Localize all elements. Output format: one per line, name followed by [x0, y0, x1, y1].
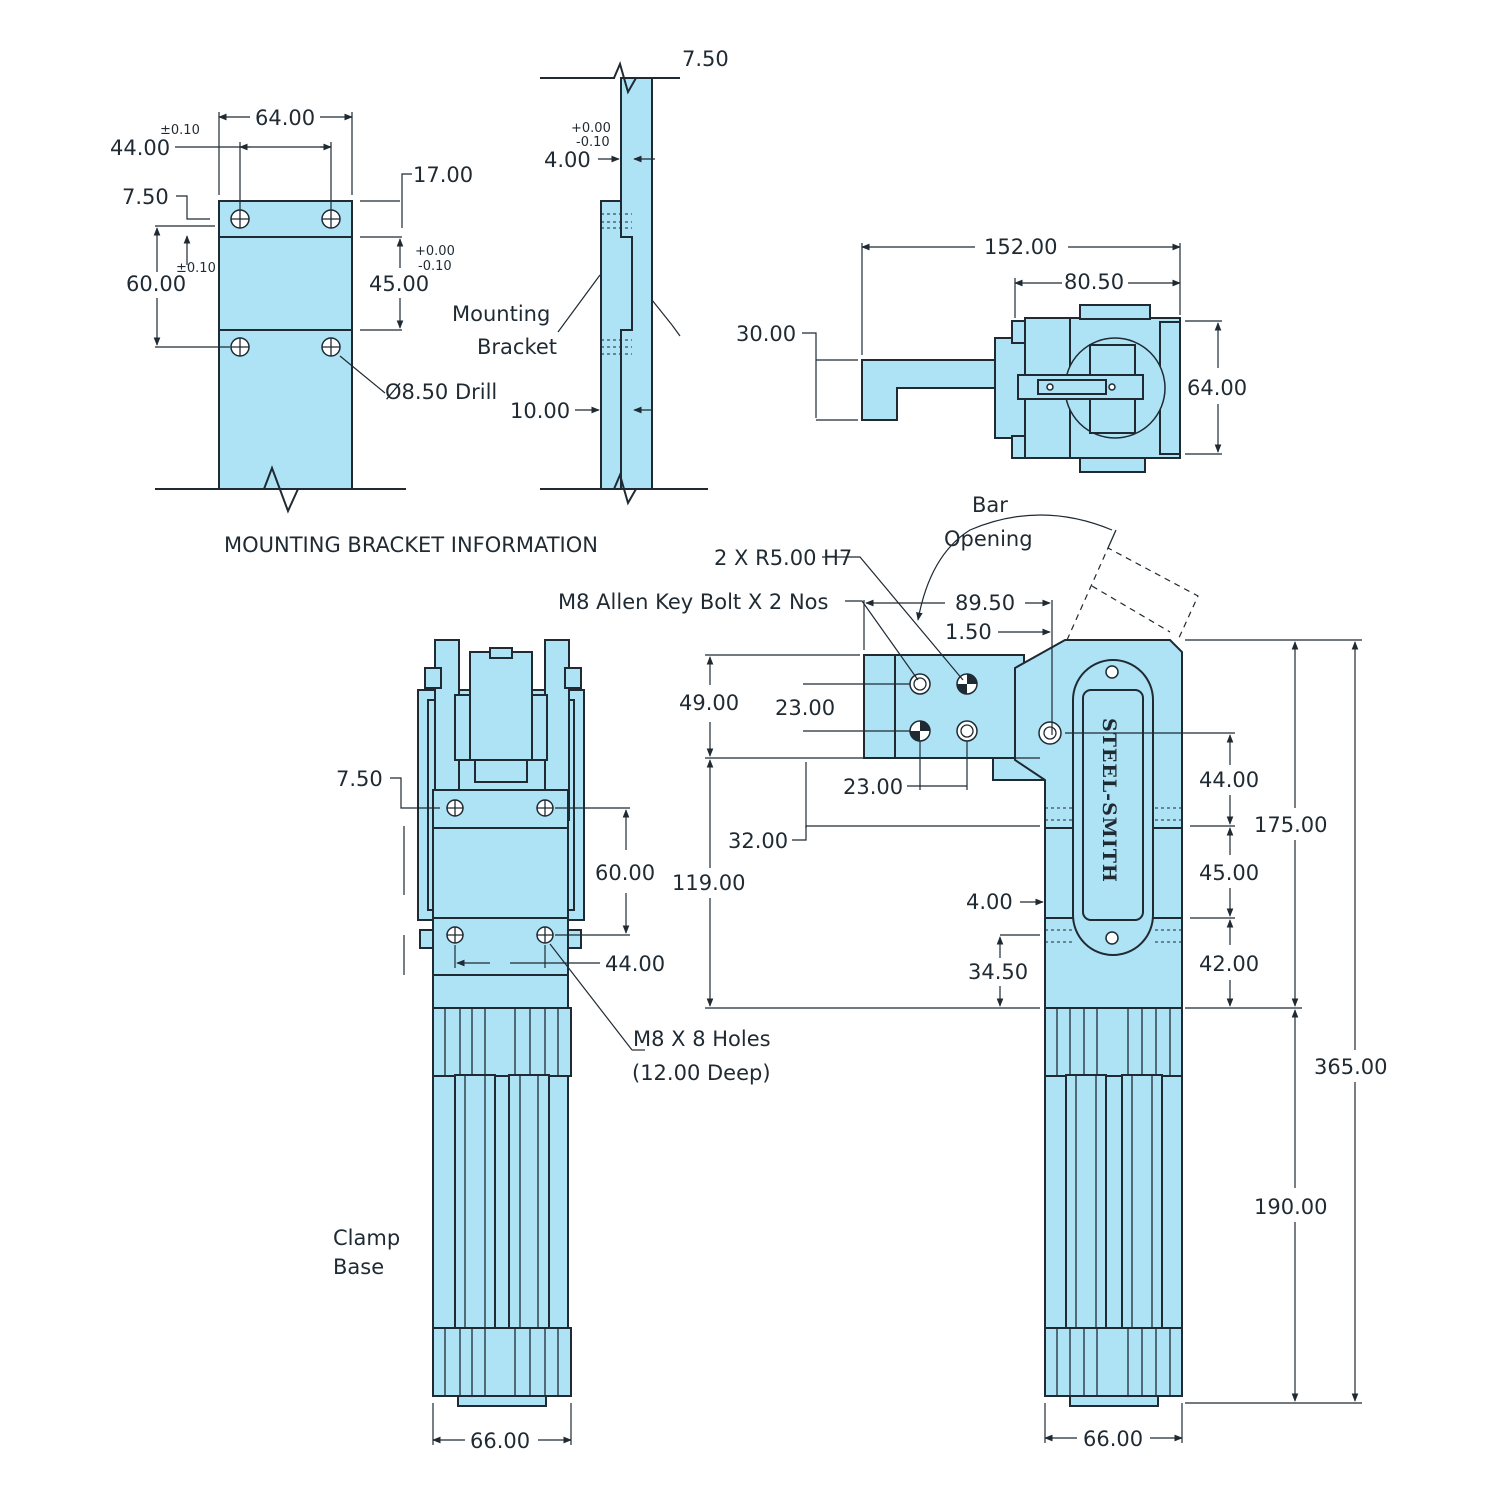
top-view: 152.00 80.50 30.00 64.00 — [736, 235, 1247, 473]
dim-45: 45.00 — [369, 272, 429, 296]
dim-60-tolerance: ±0.10 — [176, 261, 216, 276]
front-dim-66: 66.00 — [470, 1429, 530, 1453]
dim-45-tol-minus: -0.10 — [418, 259, 452, 274]
clamp-base-label-2: Base — [333, 1255, 384, 1279]
front-dim-60: 60.00 — [595, 861, 655, 885]
side-dim-44: 44.00 — [1199, 768, 1259, 792]
front-dim-7-50: 7.50 — [336, 767, 383, 791]
dim-17: 17.00 — [413, 163, 473, 187]
bar-opening-label-2: Opening — [944, 527, 1033, 551]
side-dim-23-h: 23.00 — [843, 775, 903, 799]
side-dim-4: 4.00 — [966, 890, 1013, 914]
side-dim-365: 365.00 — [1314, 1055, 1387, 1079]
side-dim-89-50: 89.50 — [955, 591, 1015, 615]
side-dim-4-tol-plus: +0.00 — [571, 121, 611, 136]
side-dim-34-50: 34.50 — [968, 960, 1028, 984]
bolt-label: M8 Allen Key Bolt X 2 Nos — [558, 590, 828, 614]
side-dim-42: 42.00 — [1199, 952, 1259, 976]
mounting-bracket-label-2: Bracket — [477, 335, 557, 359]
dim-44: 44.00 — [110, 136, 170, 160]
section-title: MOUNTING BRACKET INFORMATION — [224, 533, 598, 557]
dim-44-tolerance: ±0.10 — [160, 123, 200, 138]
brand-label: STEEL-SMITH — [1098, 718, 1120, 883]
side-dim-66: 66.00 — [1083, 1427, 1143, 1451]
drill-label: Ø8.50 Drill — [385, 380, 497, 404]
bracket-front-view: 64.00 44.00 ±0.10 7.50 17.00 60.00 ±0.10… — [110, 106, 497, 514]
top-dim-152: 152.00 — [984, 235, 1057, 259]
side-dim-7-50: 7.50 — [682, 47, 729, 71]
top-dim-64: 64.00 — [1187, 376, 1247, 400]
front-dim-44: 44.00 — [605, 952, 665, 976]
holes-label-1: M8 X 8 Holes — [633, 1027, 771, 1051]
mounting-bracket-label-1: Mounting — [452, 302, 550, 326]
top-dim-30: 30.00 — [736, 322, 796, 346]
side-dim-4-tol-minus: -0.10 — [576, 135, 610, 150]
clamp-base-label-1: Clamp — [333, 1226, 400, 1250]
dim-45-tol-plus: +0.00 — [415, 244, 455, 259]
r5-label: 2 X R5.00 H7 — [714, 546, 852, 570]
side-dim-10: 10.00 — [510, 399, 570, 423]
dim-64: 64.00 — [255, 106, 315, 130]
side-dim-175: 175.00 — [1254, 813, 1327, 837]
top-dim-80-50: 80.50 — [1064, 270, 1124, 294]
bar-opening-label-1: Bar — [972, 493, 1008, 517]
front-holes — [446, 799, 554, 944]
holes-label-2: (12.00 Deep) — [632, 1061, 771, 1085]
dim-60: 60.00 — [126, 272, 186, 296]
bracket-side-view: 4.00 +0.00 -0.10 7.50 10.00 Mounting Bra… — [452, 47, 729, 506]
side-dim-4: 4.00 — [544, 148, 591, 172]
side-dim-49: 49.00 — [679, 691, 739, 715]
side-dim-119: 119.00 — [672, 871, 745, 895]
side-dim-190: 190.00 — [1254, 1195, 1327, 1219]
bracket-holes — [230, 209, 341, 357]
side-dim-45: 45.00 — [1199, 861, 1259, 885]
clamp-side-view: Bar Opening STEEL-SMITH — [558, 493, 1387, 1451]
dim-7-50: 7.50 — [122, 185, 169, 209]
clamp-front-view: 7.50 60.00 44.00 M8 X 8 Holes (12.00 Dee… — [333, 639, 771, 1453]
side-dim-23-v: 23.00 — [775, 696, 835, 720]
side-dim-1-50: 1.50 — [945, 620, 992, 644]
side-dim-32: 32.00 — [728, 829, 788, 853]
